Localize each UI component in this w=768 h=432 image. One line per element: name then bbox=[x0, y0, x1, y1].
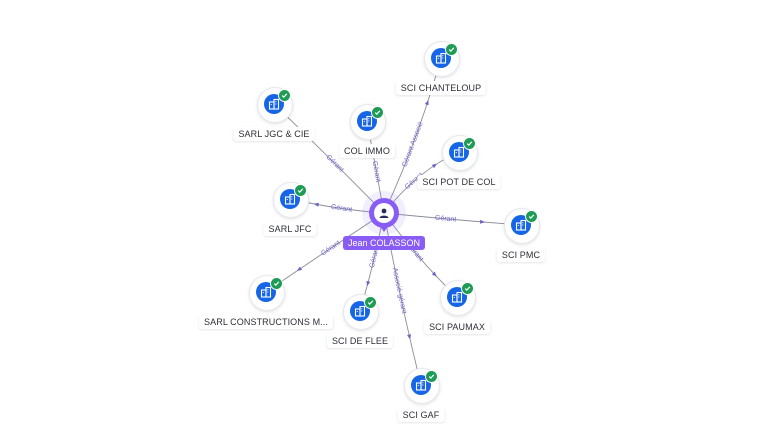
company-label[interactable]: SARL CONSTRUCTIONS M... bbox=[199, 315, 333, 329]
company-label[interactable]: SCI PAUMAX bbox=[424, 320, 490, 334]
company-label[interactable]: SCI GAF bbox=[397, 408, 445, 422]
company-label[interactable]: SCI DE FLEE bbox=[326, 334, 394, 348]
edge-arrow bbox=[313, 202, 319, 207]
company-label[interactable]: SCI POT DE COL bbox=[417, 175, 501, 189]
edge-arrow bbox=[296, 266, 303, 272]
person-icon bbox=[374, 203, 394, 223]
check-icon bbox=[294, 184, 307, 197]
check-icon bbox=[364, 296, 377, 309]
pin-tip bbox=[379, 225, 389, 232]
check-icon bbox=[445, 43, 458, 56]
edge-role-label: Gérant bbox=[435, 215, 457, 224]
edge-role-label: Gérant bbox=[369, 246, 381, 268]
center-pin[interactable] bbox=[369, 198, 399, 228]
center-person-label[interactable]: Jean COLASSON bbox=[342, 236, 426, 250]
check-icon bbox=[278, 89, 291, 102]
company-label[interactable]: SARL JGC & CIE bbox=[233, 127, 315, 141]
edge-arrow bbox=[407, 334, 411, 340]
check-icon bbox=[463, 137, 476, 150]
edge-arrow bbox=[431, 163, 438, 169]
edge-role-label: Gérant Associé bbox=[402, 121, 425, 168]
edge-role-label: Gérant bbox=[320, 240, 342, 258]
check-icon bbox=[425, 370, 438, 383]
edge-role-label: Gérant bbox=[330, 204, 352, 214]
edge-sci-gaf bbox=[383, 212, 422, 386]
company-label[interactable]: SCI PMC bbox=[496, 248, 546, 262]
node-ring bbox=[273, 182, 309, 218]
edge-arrow bbox=[424, 99, 429, 106]
company-label[interactable]: SCI CHANTELOUP bbox=[395, 81, 487, 95]
check-icon bbox=[371, 106, 384, 119]
company-label[interactable]: SARL JFC bbox=[263, 222, 317, 236]
edge-sci-chanteloup bbox=[383, 57, 442, 214]
edge-arrow bbox=[366, 280, 371, 287]
check-icon bbox=[270, 277, 283, 290]
edge-role-label: Associé-gérant bbox=[391, 267, 408, 314]
edge-arrow bbox=[431, 271, 437, 277]
company-label[interactable]: COL IMMO bbox=[339, 144, 395, 158]
check-icon bbox=[525, 210, 538, 223]
edge-arrow bbox=[479, 219, 486, 224]
check-icon bbox=[461, 282, 474, 295]
edge-role-label: Gérant bbox=[371, 161, 382, 183]
